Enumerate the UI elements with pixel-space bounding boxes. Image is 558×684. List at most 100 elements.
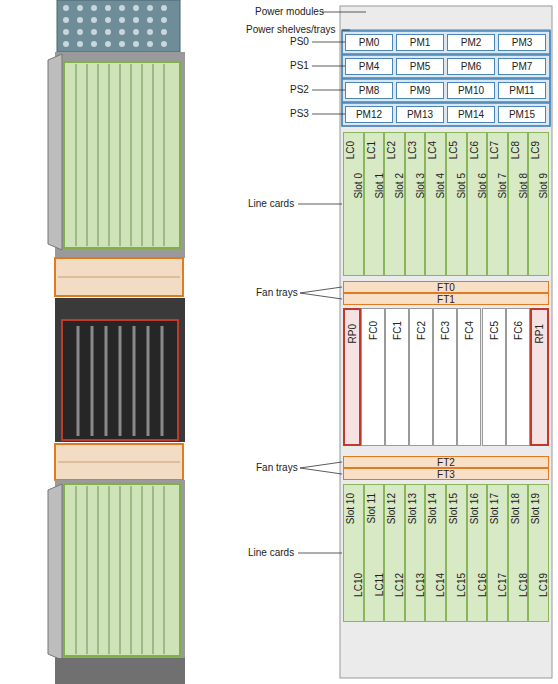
power-module: PM10 (447, 82, 495, 99)
power-module: PM7 (498, 58, 546, 75)
node-label: Slot 2 (395, 173, 405, 199)
node-label: PM4 (359, 61, 380, 72)
power-grid-photo (57, 0, 180, 52)
power-module: PM5 (396, 58, 444, 75)
line-card-slot: Slot 12 LC12 (384, 484, 405, 622)
callout-label: Line cards (248, 198, 294, 209)
node-label: LC6 (470, 141, 480, 159)
node-label: Slot 7 (498, 173, 508, 199)
node-label: Slot 12 (387, 493, 397, 524)
power-module: PM4 (345, 58, 393, 75)
node-label: FC6 (514, 321, 524, 340)
power-module: PM2 (447, 34, 495, 51)
node-label: FC5 (490, 321, 500, 340)
node-label: FT1 (437, 294, 455, 305)
fabric-area-photo (55, 298, 185, 442)
node-label: Slot 5 (457, 173, 467, 199)
node-label: Slot 19 (531, 493, 541, 524)
line-card-slot: LC1Slot 1 (364, 132, 385, 276)
line-card-slot: Slot 19LC19 (528, 484, 549, 622)
power-module: PM15 (498, 106, 546, 123)
node-label: LC3 (408, 141, 418, 159)
fabric-card: FC0 (361, 308, 385, 446)
node-label: FC3 (441, 321, 451, 340)
node-label: FT2 (437, 457, 455, 468)
node-label: Slot 3 (416, 173, 426, 199)
power-shelf (342, 103, 550, 126)
power-shelf (342, 31, 550, 54)
callout-label: Fan trays (256, 462, 298, 473)
line-card-slot: LC2Slot 2 (384, 132, 405, 276)
node-label: FC0 (369, 321, 379, 340)
node-label: LC7 (490, 141, 500, 159)
line-card-slot: Slot 17LC17 (487, 484, 508, 622)
node-label: RP1 (535, 324, 545, 343)
callout-label: Power modules (255, 6, 324, 17)
node-label: Slot 15 (449, 493, 459, 524)
node-label: PM1 (410, 37, 431, 48)
node-label: Slot 0 (354, 173, 364, 199)
fan-tray: FT3 (343, 468, 549, 480)
chassis-outline (340, 6, 552, 678)
node-label: LC4 (428, 141, 438, 159)
door-photo (48, 484, 62, 660)
node-label: LC10 (354, 573, 364, 597)
node-label: LC17 (498, 573, 508, 597)
node-label: PM10 (458, 85, 484, 96)
power-module: PM1 (396, 34, 444, 51)
node-label: Slot 9 (539, 173, 549, 199)
node-label: Slot 1 (375, 173, 385, 199)
fabric-cards-photo (78, 326, 162, 436)
fabric-card: FC6 (506, 308, 530, 446)
node-label: PM6 (461, 61, 482, 72)
node-label: LC0 (346, 141, 356, 159)
node-label: Slot 14 (428, 493, 438, 524)
fan-tray-divider (58, 277, 180, 278)
shelf-label: PS1 (290, 60, 309, 71)
node-label: FT0 (437, 282, 455, 293)
node-label: Slot 6 (478, 173, 488, 199)
fan-tray: FT2 (343, 456, 549, 468)
power-shelf (342, 55, 550, 78)
node-label: PM2 (461, 37, 482, 48)
node-label: LC12 (395, 573, 405, 597)
fan-tray-photo (55, 258, 183, 296)
line-card-slot: Slot 11LC11 (364, 484, 385, 622)
line-card-slot: LC0Slot 0 (343, 132, 364, 276)
node-label: FC2 (417, 321, 427, 340)
line-card-slot: LC5Slot 5 (446, 132, 467, 276)
node-label: PM7 (512, 61, 533, 72)
power-module: PM14 (447, 106, 495, 123)
line-card-slot: Slot 10 LC10 (343, 484, 364, 622)
power-module: PM11 (498, 82, 546, 99)
callout-label: Line cards (248, 547, 294, 558)
power-shelf (342, 79, 550, 102)
line-card-slot: LC3Slot 3 (405, 132, 426, 276)
shelf-label: PS3 (290, 108, 309, 119)
node-label: Slot 10 (346, 493, 356, 524)
node-label: LC14 (436, 573, 446, 597)
fan-tray-photo (55, 444, 183, 480)
shelf-label: PS0 (290, 36, 309, 47)
fabric-card: FC3 (433, 308, 457, 446)
line-card-slot: Slot 13LC13 (405, 484, 426, 622)
power-area (342, 30, 550, 126)
node-label: Slot 4 (436, 173, 446, 199)
fan-tray: FT0 (343, 281, 549, 293)
node-label: LC11 (375, 573, 385, 596)
node-label: LC5 (449, 141, 459, 159)
node-label: PM0 (359, 37, 380, 48)
node-label: LC8 (511, 141, 521, 159)
fabric-outline-photo (62, 320, 178, 440)
line-card-slot: Slot 18LC18 (508, 484, 529, 622)
power-grid-holes (63, 5, 167, 47)
node-label: Slot 8 (519, 173, 529, 199)
node-label: FC4 (465, 321, 475, 340)
line-card-strips-photo (76, 486, 164, 654)
callout-label: Power shelves/trays (246, 24, 335, 35)
line-card-slot: Slot 15 LC15 (446, 484, 467, 622)
node-label: FC1 (393, 321, 403, 340)
power-module: PM8 (345, 82, 393, 99)
power-module: PM9 (396, 82, 444, 99)
node-label: LC15 (457, 573, 467, 597)
